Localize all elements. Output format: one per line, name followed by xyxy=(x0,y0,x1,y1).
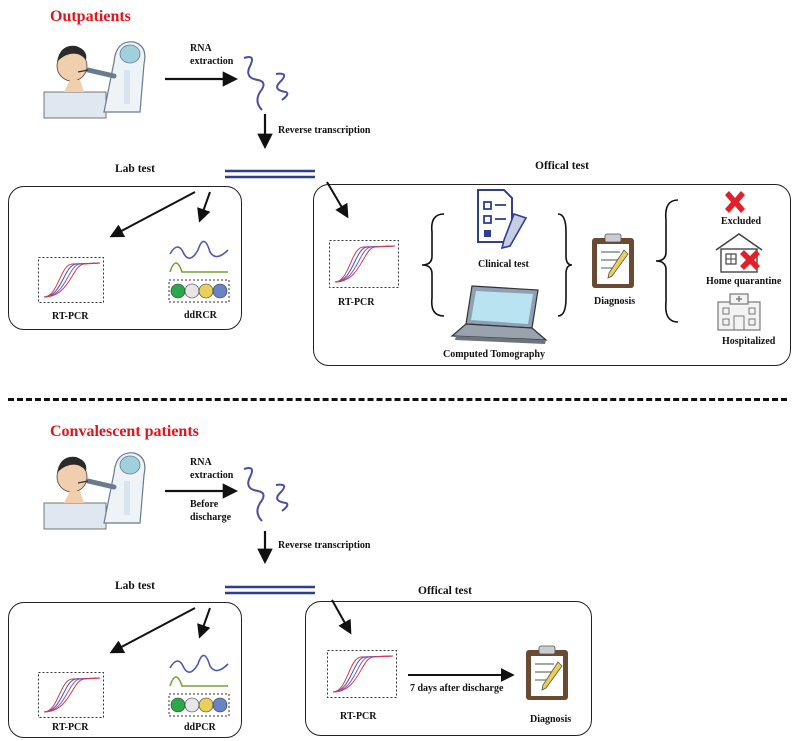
official-arrow xyxy=(326,181,349,219)
official-rtpcr-plot-2 xyxy=(327,650,397,698)
outcome-home-quarantine: Home quarantine xyxy=(706,276,782,287)
reverse-transcription-arrow-2 xyxy=(257,531,273,565)
rna-strand-icon xyxy=(243,56,289,111)
diagnosis-label-2: Diagnosis xyxy=(530,714,572,725)
convalescent-title: Convalescent patients xyxy=(50,423,199,440)
rna-label: RNA xyxy=(190,43,212,54)
lab-test-box-2 xyxy=(8,602,242,738)
diagnosis-clipboard-icon-2 xyxy=(526,645,568,700)
ddpcr-plot-2 xyxy=(168,654,230,717)
rna-strand-icon-2 xyxy=(243,467,289,522)
official-test-box-2 xyxy=(305,601,592,736)
official-rtpcr-label-2: RT-PCR xyxy=(340,711,377,722)
diagnosis-clipboard-icon xyxy=(592,233,634,288)
lab-rtpcr-label: RT-PCR xyxy=(52,311,89,322)
right-brace-2 xyxy=(655,199,679,323)
clinical-test-label: Clinical test xyxy=(478,259,529,270)
laptop-ct-icon xyxy=(450,285,548,344)
before-label: Before xyxy=(190,499,219,510)
lab-test-box xyxy=(8,186,242,330)
outcome-hospitalized: Hospitalized xyxy=(722,336,776,347)
cdna-double-strand xyxy=(225,169,315,179)
lab-arrows xyxy=(109,191,211,238)
official-rtpcr-plot xyxy=(329,240,399,288)
official-test-title-2: Offical test xyxy=(418,585,472,597)
computed-tomography-label: Computed Tomography xyxy=(443,349,545,360)
lab-test-title: Lab test xyxy=(115,163,155,175)
outpatients-title: Outpatients xyxy=(50,8,131,25)
lab-arrows-2 xyxy=(109,607,211,654)
official-arrow-2 xyxy=(331,599,352,635)
lab-rtpcr-label-2: RT-PCR xyxy=(52,722,89,733)
section-divider xyxy=(8,398,787,401)
lab-ddpcr-label-2: ddPCR xyxy=(184,722,216,733)
right-brace-1 xyxy=(557,213,573,317)
hospital-icon xyxy=(717,293,761,331)
ddpcr-plot xyxy=(168,240,230,303)
discharge-label: discharge xyxy=(190,512,232,523)
swab-sampling-illustration-2 xyxy=(43,452,146,530)
lab-ddpcr-label: ddRCR xyxy=(184,310,217,321)
reverse-transcription-arrow xyxy=(257,114,273,150)
rna-extraction-arrow-2 xyxy=(165,483,239,499)
seven-days-label: 7 days after discharge xyxy=(410,683,504,694)
rtpcr-amplification-plot-2 xyxy=(38,672,104,718)
rtpcr-amplification-plot xyxy=(38,257,104,303)
rna-extraction-arrow xyxy=(165,71,239,87)
swab-sampling-illustration xyxy=(43,41,146,119)
extraction-label-2: extraction xyxy=(190,470,234,481)
cdna-double-strand-2 xyxy=(225,585,315,595)
seven-days-arrow xyxy=(408,668,515,682)
diagnosis-label: Diagnosis xyxy=(594,296,636,307)
official-test-box xyxy=(313,184,791,366)
outcome-excluded: Excluded xyxy=(721,216,762,227)
reverse-transcription-label-2: Reverse transcription xyxy=(278,540,371,551)
official-rtpcr-label: RT-PCR xyxy=(338,297,375,308)
left-brace xyxy=(421,213,445,317)
extraction-label: extraction xyxy=(190,56,234,67)
reverse-transcription-label: Reverse transcription xyxy=(278,125,371,136)
excluded-cross-icon xyxy=(725,191,745,213)
lab-test-title-2: Lab test xyxy=(115,580,155,592)
home-quarantine-icon xyxy=(715,233,763,273)
official-test-title: Offical test xyxy=(535,160,589,172)
clinical-test-icon xyxy=(477,189,528,250)
rna-label-2: RNA xyxy=(190,457,212,468)
